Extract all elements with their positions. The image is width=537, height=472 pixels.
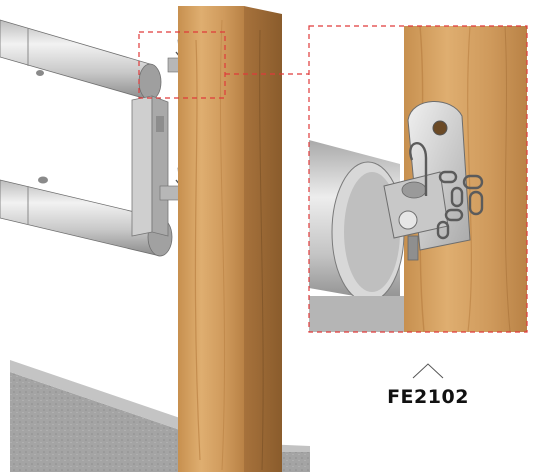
detail-callout-frame xyxy=(308,25,528,333)
detail-clamp xyxy=(383,171,449,261)
detail-view xyxy=(309,26,527,332)
detail-chain-and-pin xyxy=(409,142,484,240)
timber-post xyxy=(178,6,282,472)
main-view xyxy=(0,6,310,472)
label-pointer xyxy=(412,363,444,379)
focus-box xyxy=(138,31,226,99)
vertical-bracket xyxy=(131,95,169,237)
detail-rail-pipe xyxy=(309,140,405,332)
upper-rail-pipe xyxy=(0,19,162,101)
part-code-label: FE2102 xyxy=(387,386,469,408)
